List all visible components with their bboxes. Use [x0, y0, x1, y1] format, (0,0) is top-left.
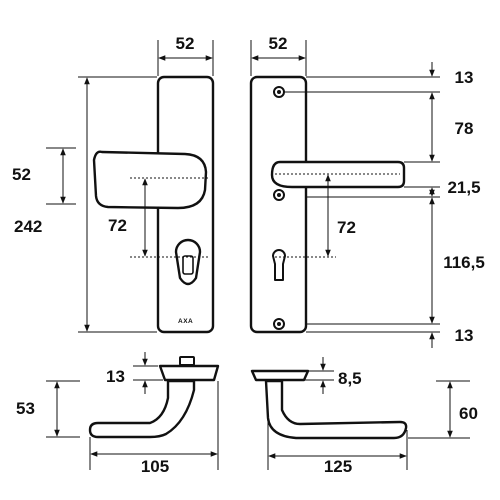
front-side-length-label: 105: [141, 457, 169, 476]
back-center-label: 72: [337, 218, 356, 237]
back-side-length-label: 125: [324, 457, 352, 476]
back-width-label: 52: [269, 34, 288, 53]
front-side-projection-label: 53: [16, 399, 35, 418]
front-side-rose: [158, 364, 220, 382]
front-handle-height-label: 52: [12, 165, 31, 184]
back-bottom-offset-label: 13: [455, 326, 474, 345]
front-logo: AXA: [178, 318, 193, 325]
back-bottom-hole-label: 116,5: [443, 253, 485, 272]
front-view: AXA 52 242 52 72: [12, 34, 215, 334]
back-to-handle-label: 78: [455, 119, 474, 138]
front-height-label: 242: [14, 217, 42, 236]
back-side-rose: [250, 369, 310, 382]
back-side-lever: [264, 379, 408, 440]
back-key-hole: [272, 249, 286, 281]
back-side-projection-label: 60: [459, 404, 478, 423]
back-plate: [249, 75, 308, 334]
back-side-view: 8,5 60 125: [250, 357, 478, 476]
back-handle-rose-label: 21,5: [447, 178, 480, 197]
front-side-view: 13 53 105: [16, 352, 220, 476]
front-side-spindle: [179, 356, 195, 366]
back-side-rose-label: 8,5: [338, 369, 362, 388]
front-handle-knob: [92, 150, 208, 210]
front-side-lever: [88, 379, 196, 439]
front-side-rose-label: 13: [106, 367, 125, 386]
front-width-label: 52: [176, 34, 195, 53]
front-cylinder-key: [182, 255, 194, 275]
back-lever-handle: [270, 160, 406, 189]
back-view: 52 13 78 21,5 116,5 13 72: [249, 34, 485, 348]
front-center-label: 72: [108, 216, 127, 235]
back-top-offset-label: 13: [455, 68, 474, 87]
